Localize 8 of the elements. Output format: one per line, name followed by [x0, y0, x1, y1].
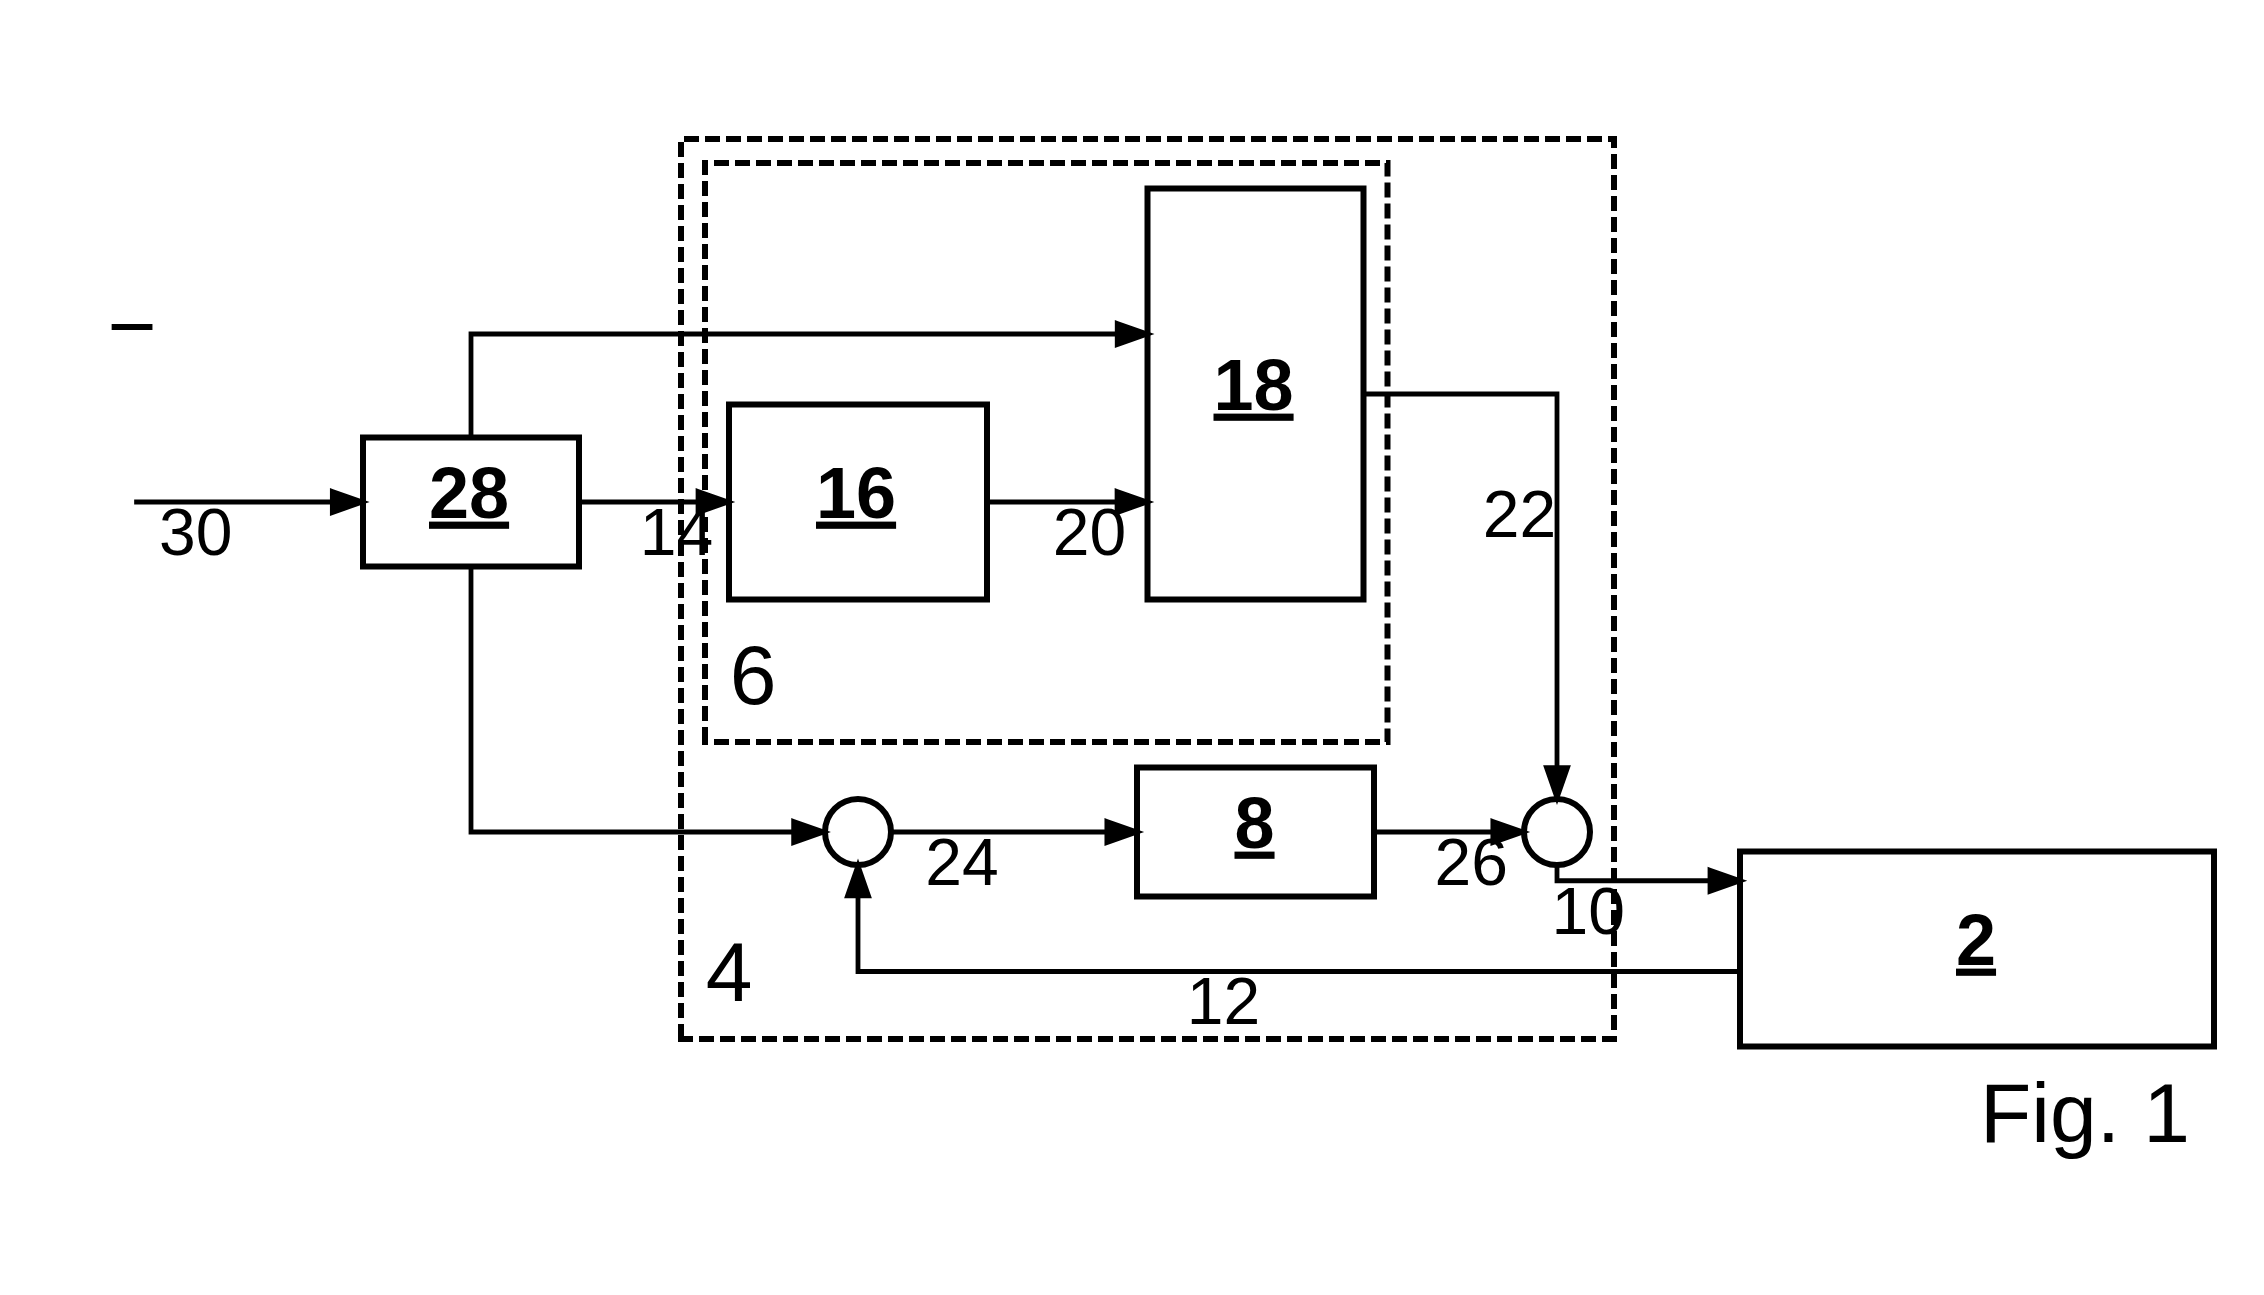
- caption: Fig. 1: [1979, 1066, 2190, 1161]
- edge-label: 20: [1052, 494, 1126, 569]
- label: −: [106, 278, 157, 373]
- edge-label: 30: [158, 494, 232, 569]
- edge-label: 22: [1482, 477, 1556, 552]
- edge-label: 26: [1434, 824, 1508, 899]
- edge-label: 12: [1186, 964, 1260, 1039]
- edge-label: 24: [924, 824, 999, 899]
